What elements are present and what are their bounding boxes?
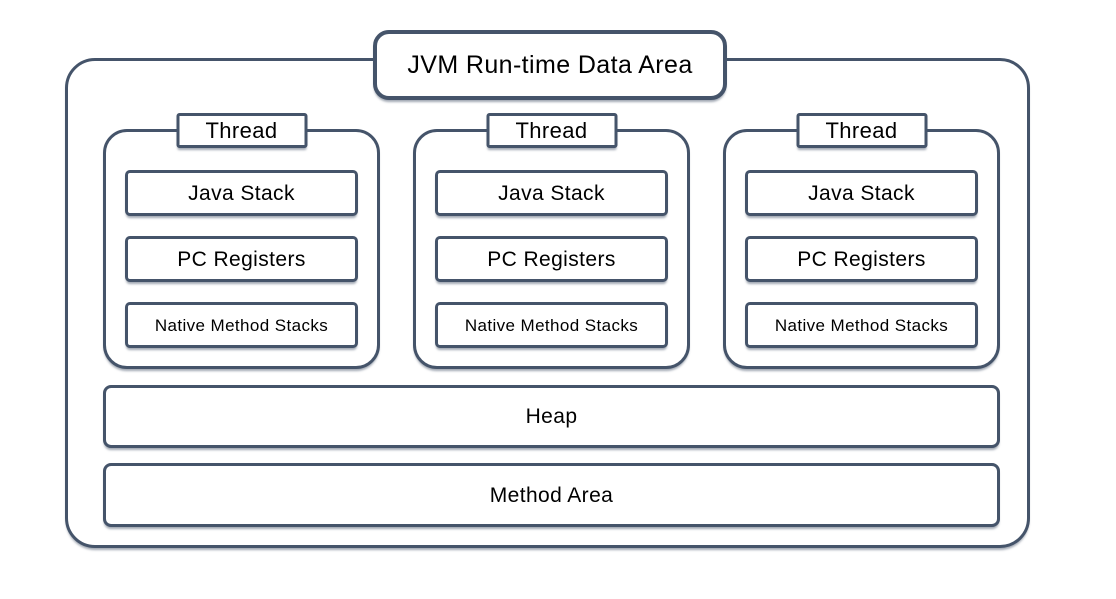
thread-label-box: Thread xyxy=(796,113,927,148)
pc-registers-label: PC Registers xyxy=(487,247,616,271)
native-method-stacks-label: Native Method Stacks xyxy=(464,315,639,335)
diagram-title: JVM Run-time Data Area xyxy=(407,50,693,79)
pc-registers-label: PC Registers xyxy=(177,247,306,271)
thread-label-box: Thread xyxy=(486,113,617,148)
heap-label: Heap xyxy=(525,405,578,428)
pc-registers-box: PC Registers xyxy=(125,236,358,282)
thread-label: Thread xyxy=(205,117,278,143)
java-stack-label: Java Stack xyxy=(808,181,915,205)
pc-registers-box: PC Registers xyxy=(745,236,978,282)
java-stack-label: Java Stack xyxy=(498,181,605,205)
native-method-stacks-box: Native Method Stacks xyxy=(125,302,358,348)
method-area-label: Method Area xyxy=(489,483,614,507)
java-stack-label: Java Stack xyxy=(188,181,295,205)
java-stack-box: Java Stack xyxy=(745,170,978,216)
native-method-stacks-box: Native Method Stacks xyxy=(745,302,978,348)
thread-label: Thread xyxy=(515,117,588,143)
java-stack-box: Java Stack xyxy=(435,170,668,216)
thread-group: Thread Java Stack PC Registers Native Me… xyxy=(413,113,690,369)
native-method-stacks-label: Native Method Stacks xyxy=(154,315,329,335)
method-area-box: Method Area xyxy=(103,463,1000,527)
thread-group: Thread Java Stack PC Registers Native Me… xyxy=(103,113,380,369)
pc-registers-box: PC Registers xyxy=(435,236,668,282)
title-box: JVM Run-time Data Area xyxy=(373,30,727,100)
java-stack-box: Java Stack xyxy=(125,170,358,216)
native-method-stacks-label: Native Method Stacks xyxy=(774,315,949,335)
thread-label-box: Thread xyxy=(176,113,307,148)
heap-box: Heap xyxy=(103,385,1000,448)
pc-registers-label: PC Registers xyxy=(797,247,926,271)
native-method-stacks-box: Native Method Stacks xyxy=(435,302,668,348)
thread-group: Thread Java Stack PC Registers Native Me… xyxy=(723,113,1000,369)
thread-label: Thread xyxy=(825,117,898,143)
